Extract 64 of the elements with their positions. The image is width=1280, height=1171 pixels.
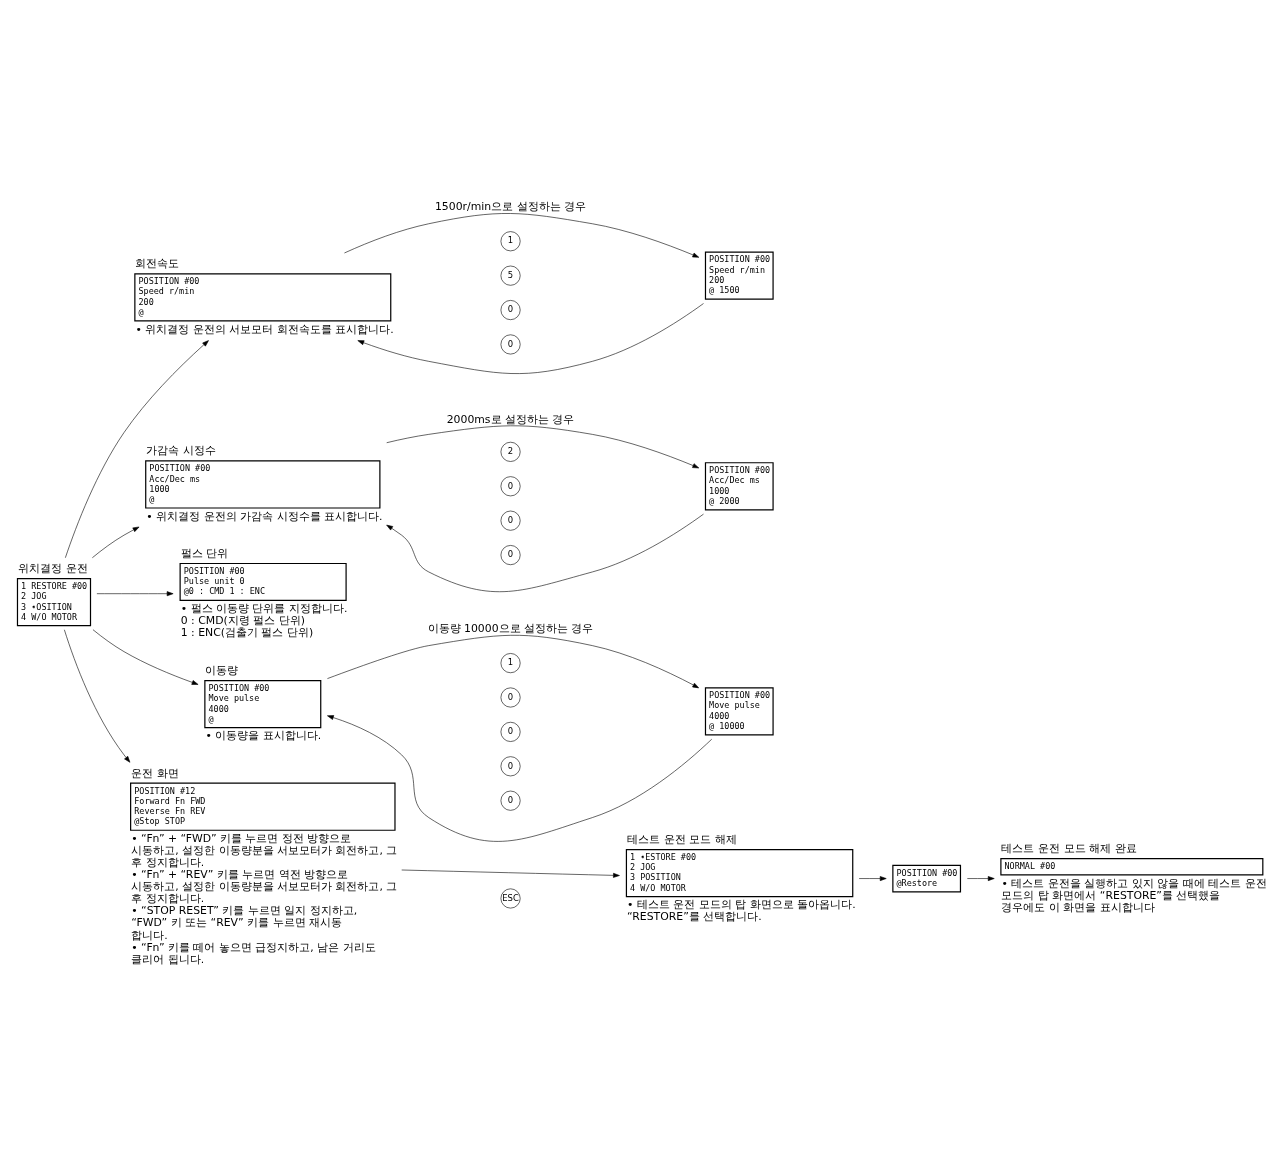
label: 0 bbox=[507, 303, 514, 314]
arrow bbox=[65, 339, 209, 558]
arrow bbox=[92, 628, 199, 685]
node-box: POSITION #00 @Restore bbox=[892, 864, 962, 892]
edge-label: 2000ms로 설정하는 경우 bbox=[446, 412, 575, 426]
label: 1 bbox=[507, 656, 514, 667]
node-label: 위치결정 운전 bbox=[18, 560, 88, 575]
node-label: • 위치결정 운전의 가감속 시정수를 표시합니다. bbox=[146, 509, 383, 523]
arrow bbox=[92, 526, 140, 558]
node-box: POSITION #00 Speed r/min 200 @ 1500 bbox=[704, 251, 774, 300]
node-label: 이동량 bbox=[205, 662, 239, 677]
node-box: 1 ➧ESTORE #00 2 JOG 3 POSITION 4 W/O MOTOR bbox=[625, 848, 854, 897]
arrow bbox=[344, 212, 700, 258]
node-label: • “Fn” + “REV” 키를 누르면 역전 방향으로 시동하고, 설정한 이동량분을 서보모터가 회전하고, 그 후 정지합니다. bbox=[131, 867, 398, 905]
node-label: 가감속 시정수 bbox=[146, 442, 216, 457]
arrow bbox=[386, 513, 704, 592]
node-label: 0 : CMD(지령 펄스 단위) bbox=[180, 613, 305, 627]
arrow bbox=[327, 714, 713, 842]
label: 0 bbox=[507, 480, 514, 490]
node-box: POSITION #12 Forward Fn FWD Reverse Fn REV @Stop STOP bbox=[130, 782, 396, 831]
label: 5 bbox=[507, 269, 514, 280]
node-label: 운전 화면 bbox=[131, 765, 179, 780]
node-label: • 테스트 운전 모드의 탑 화면으로 돌아옵니다. bbox=[627, 897, 856, 911]
label: 0 bbox=[507, 514, 514, 525]
node-label: 펄스 단위 bbox=[180, 545, 229, 560]
node-box: POSITION #00 Move pulse 4000 @ bbox=[204, 679, 322, 728]
label: ESC bbox=[502, 892, 519, 903]
node-label: • 테스트 운전을 실행하고 있지 않을 때에 테스트 운전 모드의 탑 화면에서 “RESTORE”를 선택했을 경우에도 이 화면을 표시합니다 bbox=[1001, 876, 1267, 914]
label: 0 bbox=[507, 691, 514, 702]
edge-label: 1500r/min으로 설정하는 경우 bbox=[434, 199, 587, 213]
arrow bbox=[401, 869, 620, 878]
label: 0 bbox=[507, 725, 514, 736]
node-box: 1 RESTORE #00 2 JOG 3 ➧OSITION 4 W/O MOTOR bbox=[16, 577, 92, 626]
label: 0 bbox=[507, 794, 514, 805]
label: 0 bbox=[507, 760, 514, 771]
node-box: POSITION #00 Acc/Dec ms 1000 @ bbox=[145, 459, 381, 509]
arrow bbox=[386, 425, 700, 468]
node-label: 1 : ENC(검출기 펄스 단위) bbox=[180, 625, 314, 639]
label: 1 bbox=[507, 234, 514, 245]
label: 0 bbox=[507, 548, 514, 559]
node-label: 테스트 운전 모드 해제 완료 bbox=[1001, 840, 1138, 855]
node-label: • 펄스 이동량 단위를 지정합니다. bbox=[180, 601, 348, 615]
node-box: POSITION #00 Move pulse 4000 @ 10000 bbox=[704, 686, 774, 736]
arrow bbox=[357, 302, 704, 374]
edge-label: 이동량 10000으로 설정하는 경우 bbox=[427, 621, 594, 635]
arrow bbox=[327, 634, 700, 688]
label: 2 bbox=[507, 445, 514, 456]
node-label: 회전속도 bbox=[135, 255, 180, 270]
label: 0 bbox=[507, 338, 514, 349]
node-label: • “Fn” + “FWD” 키를 누르면 정전 방향으로 시동하고, 설정한 이동량분을 서보모터가 회전하고, 그 후 정지합니다. bbox=[131, 831, 398, 869]
node-label: • 위치결정 운전의 서보모터 회전속도를 표시합니다. bbox=[135, 322, 394, 336]
node-box: NORMAL #00 bbox=[1000, 857, 1264, 876]
node-label: • 이동량을 표시합니다. bbox=[205, 728, 322, 742]
node-label: • “Fn” 키를 떼어 놓으면 급정지하고, 남은 거리도 클리어 됩니다. bbox=[131, 940, 376, 966]
arrow bbox=[967, 875, 995, 881]
node-label: 테스트 운전 모드 해제 bbox=[627, 831, 737, 846]
node-box: POSITION #00 Acc/Dec ms 1000 @ 2000 bbox=[704, 461, 774, 510]
arrow bbox=[96, 590, 174, 596]
node-label: “RESTORE”를 선택합니다. bbox=[627, 909, 762, 923]
node-box: POSITION #00 Pulse unit 0 @0 : CMD 1 : ENC bbox=[179, 562, 347, 601]
node-box: POSITION #00 Speed r/min 200 @ bbox=[134, 272, 392, 321]
arrow bbox=[64, 628, 131, 763]
node-label: • “STOP RESET” 키를 누르면 일지 정지하고, “FWD” 키 또는 “REV” 키를 누르면 재시동 합니다. bbox=[131, 903, 358, 942]
arrow bbox=[858, 875, 887, 881]
